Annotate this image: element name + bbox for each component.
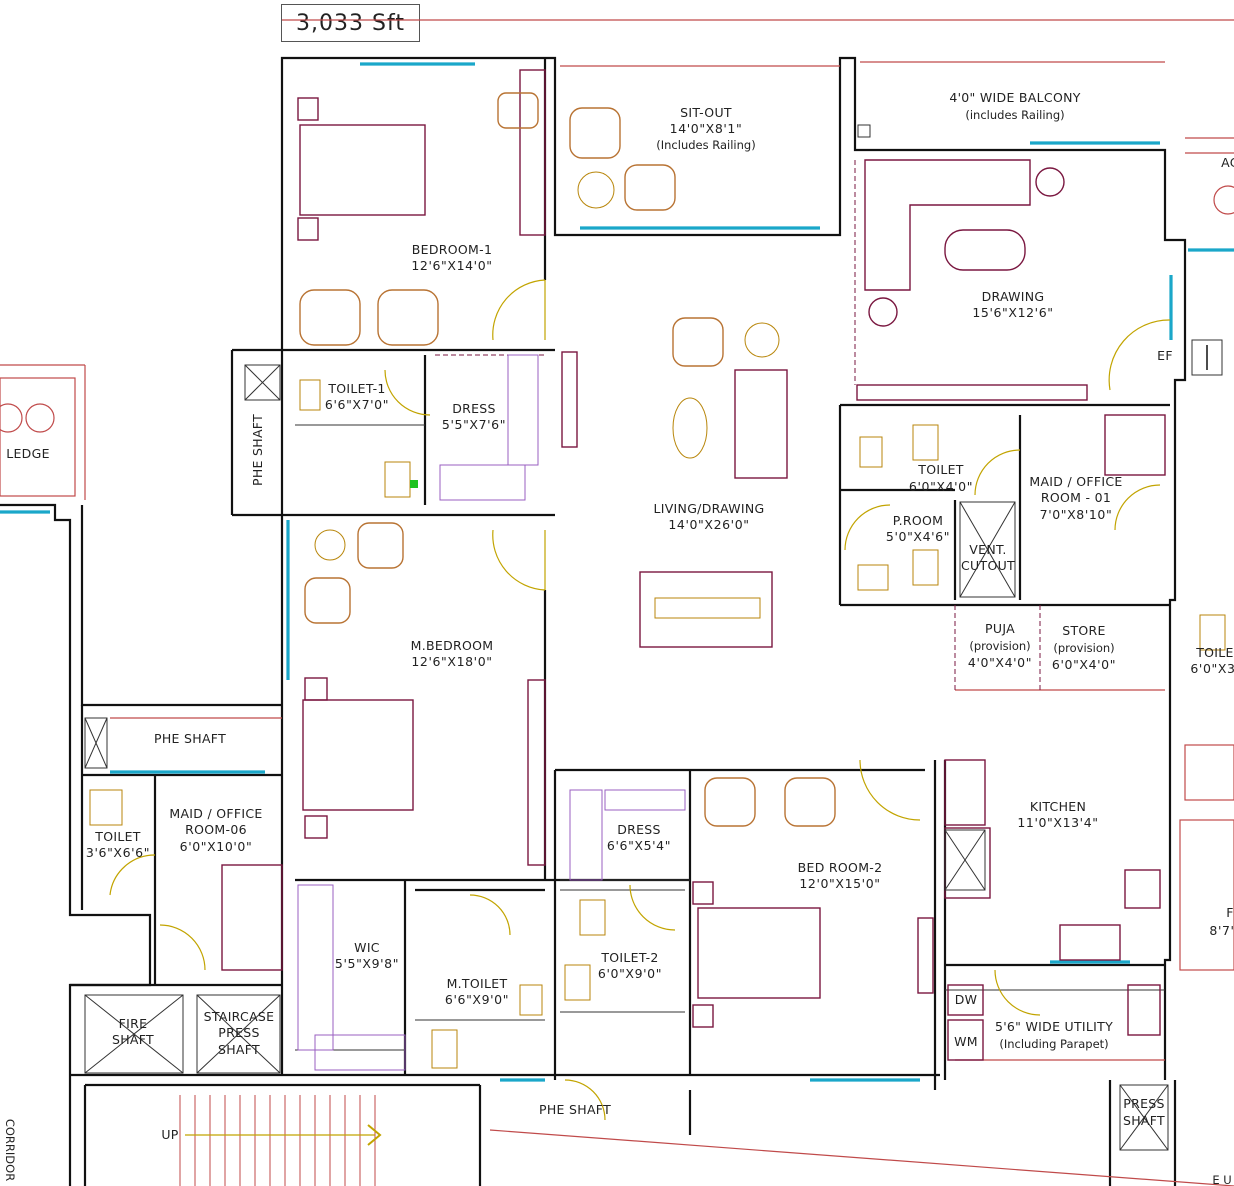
label-mtoilet: M.TOILET bbox=[447, 976, 508, 991]
dim-mtoilet: 6'6"X9'0" bbox=[445, 992, 509, 1007]
dim-sitout: 14'0"X8'1" bbox=[670, 121, 743, 136]
label-bedroom1: BEDROOM-1 bbox=[412, 242, 492, 257]
label-edge-ac: AC bbox=[1221, 155, 1234, 170]
label-phe-shaft-bottom: PHE SHAFT bbox=[539, 1102, 611, 1117]
label-staircase: STAIRCASE bbox=[204, 1009, 275, 1024]
dim-toilet-right: 6'0"X4'0" bbox=[909, 479, 973, 494]
label-kitchen: KITCHEN bbox=[1030, 799, 1086, 814]
label-drawing: DRAWING bbox=[982, 289, 1045, 304]
label-maid6-line2: ROOM-06 bbox=[185, 822, 247, 837]
label-press-shaft: PRESS bbox=[1123, 1096, 1165, 1111]
label-proom: P.ROOM bbox=[893, 513, 944, 528]
label-sitout: SIT-OUT bbox=[680, 105, 732, 120]
label-wic: WIC bbox=[354, 940, 380, 955]
dim-store: 6'0"X4'0" bbox=[1052, 657, 1116, 672]
label-fire-shaft: FIRE bbox=[119, 1016, 148, 1031]
dim-proom: 5'0"X4'6" bbox=[886, 529, 950, 544]
note-balcony: (includes Railing) bbox=[965, 108, 1064, 122]
dim-puja: 4'0"X4'0" bbox=[968, 655, 1032, 670]
dining-table bbox=[639, 571, 773, 648]
label-dress1: DRESS bbox=[452, 401, 496, 416]
label-maid1-line2: ROOM - 01 bbox=[1041, 490, 1111, 505]
label-utility: 5'6" WIDE UTILITY bbox=[995, 1019, 1113, 1034]
note-sitout: (Includes Railing) bbox=[656, 138, 755, 152]
dim-living: 14'0"X26'0" bbox=[668, 517, 749, 532]
dim-wic: 5'5"X9'8" bbox=[335, 956, 399, 971]
dim-maid1: 7'0"X8'10" bbox=[1040, 507, 1113, 522]
label-staircase-line3: SHAFT bbox=[218, 1042, 260, 1057]
dim-dress2: 6'6"X5'4" bbox=[607, 838, 671, 853]
label-dress2: DRESS bbox=[617, 822, 661, 837]
room-labels: SIT-OUT 14'0"X8'1" (Includes Railing) 4'… bbox=[3, 90, 1234, 1186]
label-edge-f: F bbox=[1226, 905, 1234, 920]
dim-edge-f: 8'7' bbox=[1209, 923, 1234, 938]
label-mbedroom: M.BEDROOM bbox=[411, 638, 494, 653]
area-label: 3,033 Sft bbox=[281, 4, 420, 42]
label-toilet-left: TOILET bbox=[94, 829, 141, 844]
label-dw: DW bbox=[955, 992, 978, 1007]
railings bbox=[0, 19, 1234, 1186]
furniture bbox=[89, 69, 1226, 1071]
dim-toilet2: 6'0"X9'0" bbox=[598, 966, 662, 981]
label-store: STORE bbox=[1062, 623, 1106, 638]
dim-toilet-left: 3'6"X6'6" bbox=[86, 845, 150, 860]
dim-dress1: 5'5"X7'6" bbox=[442, 417, 506, 432]
label-ef: EF bbox=[1157, 348, 1173, 363]
note-utility: (Including Parapet) bbox=[999, 1037, 1108, 1051]
note-puja: (provision) bbox=[969, 639, 1030, 653]
dim-kitchen: 11'0"X13'4" bbox=[1017, 815, 1098, 830]
label-puja: PUJA bbox=[985, 621, 1015, 636]
doors bbox=[109, 279, 1171, 1121]
dim-maid6: 6'0"X10'0" bbox=[180, 839, 253, 854]
dim-bedroom1: 12'6"X14'0" bbox=[411, 258, 492, 273]
label-phe-shaft-mid: PHE SHAFT bbox=[154, 731, 226, 746]
label-maid1: MAID / OFFICE bbox=[1029, 474, 1122, 489]
dim-mbedroom: 12'6"X18'0" bbox=[411, 654, 492, 669]
label-up: UP bbox=[161, 1127, 178, 1142]
label-press-shaft-line2: SHAFT bbox=[1123, 1113, 1165, 1128]
label-living: LIVING/DRAWING bbox=[653, 501, 764, 516]
dim-bedroom2: 12'0"X15'0" bbox=[799, 876, 880, 891]
note-store: (provision) bbox=[1053, 641, 1114, 655]
label-balcony: 4'0" WIDE BALCONY bbox=[949, 90, 1080, 105]
label-wm: WM bbox=[954, 1034, 978, 1049]
label-toilet1: TOILET-1 bbox=[327, 381, 385, 396]
label-fire-shaft-line2: SHAFT bbox=[112, 1032, 154, 1047]
label-edge-corridor: CORRIDOR bbox=[3, 1119, 17, 1181]
label-edge-e: E U bbox=[1212, 1173, 1231, 1186]
shafts bbox=[0, 124, 1234, 1186]
windows bbox=[0, 62, 1234, 1082]
label-ledge: LEDGE bbox=[6, 446, 50, 461]
dim-toilet1: 6'6"X7'0" bbox=[325, 397, 389, 412]
label-vent-line2: CUTOUT bbox=[961, 558, 1015, 573]
label-bedroom2: BED ROOM-2 bbox=[798, 860, 883, 875]
label-staircase-line2: PRESS bbox=[218, 1025, 260, 1040]
dim-toilet-far-right: 6'0"X3' bbox=[1190, 661, 1234, 676]
label-maid6: MAID / OFFICE bbox=[169, 806, 262, 821]
bed-bedroom2 bbox=[697, 907, 821, 999]
label-toilet-far-right: TOILE bbox=[1195, 645, 1234, 660]
dim-drawing: 15'6"X12'6" bbox=[972, 305, 1053, 320]
label-toilet2: TOILET-2 bbox=[600, 950, 658, 965]
bed-bedroom1 bbox=[299, 124, 426, 216]
bed-mbedroom bbox=[302, 699, 414, 811]
label-phe-shaft-left: PHE SHAFT bbox=[250, 414, 265, 486]
label-vent: VENT. bbox=[969, 542, 1006, 557]
label-toilet-right: TOILET bbox=[917, 462, 964, 477]
